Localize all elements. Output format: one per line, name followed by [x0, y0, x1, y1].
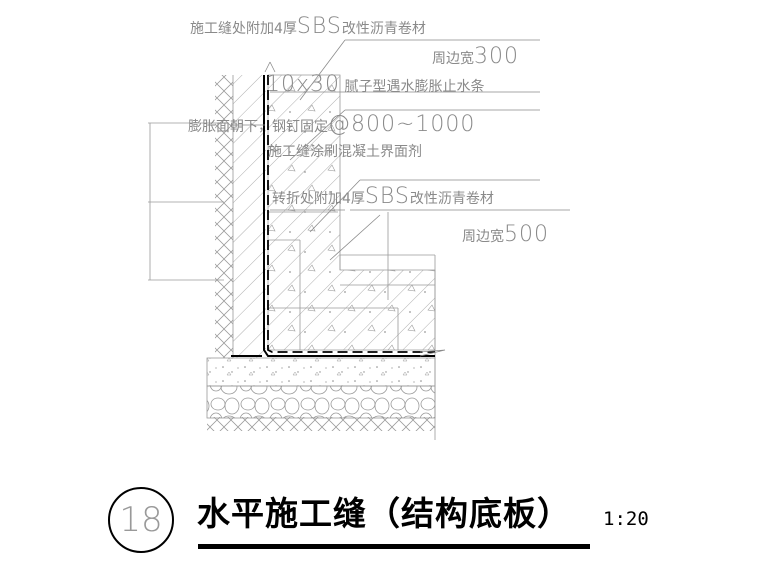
annotation-sbs-joint-width: 周边宽300 [432, 44, 519, 69]
annotation-sbs-joint: 施工缝处附加4厚SBS改性沥青卷材 [190, 14, 426, 39]
detail-number-badge: 18 [108, 487, 174, 553]
annotation-sbs-corner: 转折处附加4厚SBS改性沥青卷材 [272, 184, 494, 209]
compacted-soil-layer [207, 417, 435, 431]
title-underline [198, 544, 590, 549]
annotation-sbs-corner-width: 周边宽500 [462, 222, 549, 247]
annotation-waterstop: 10x30 腻子型遇水膨胀止水条 [266, 72, 485, 97]
dimension-lines [148, 122, 228, 281]
concrete-cushion-layer [206, 357, 436, 387]
drawing-title: 水平施工缝（结构底板） [197, 494, 571, 533]
annotation-nail-fix: 膨胀面朝下，钢钉固定@800~1000 [188, 112, 476, 137]
outer-concrete-wall [233, 75, 266, 358]
leader-lines [230, 39, 570, 357]
waterproof-membrane [231, 75, 435, 357]
annotation-interface-agent: 施工缝涂刷混凝土界面剂 [268, 144, 422, 160]
brick-protection-wall [215, 75, 233, 358]
gravel-bed-layer [206, 385, 436, 419]
drawing-scale: 1:20 [603, 508, 649, 530]
slab-construction-lines [268, 211, 436, 440]
